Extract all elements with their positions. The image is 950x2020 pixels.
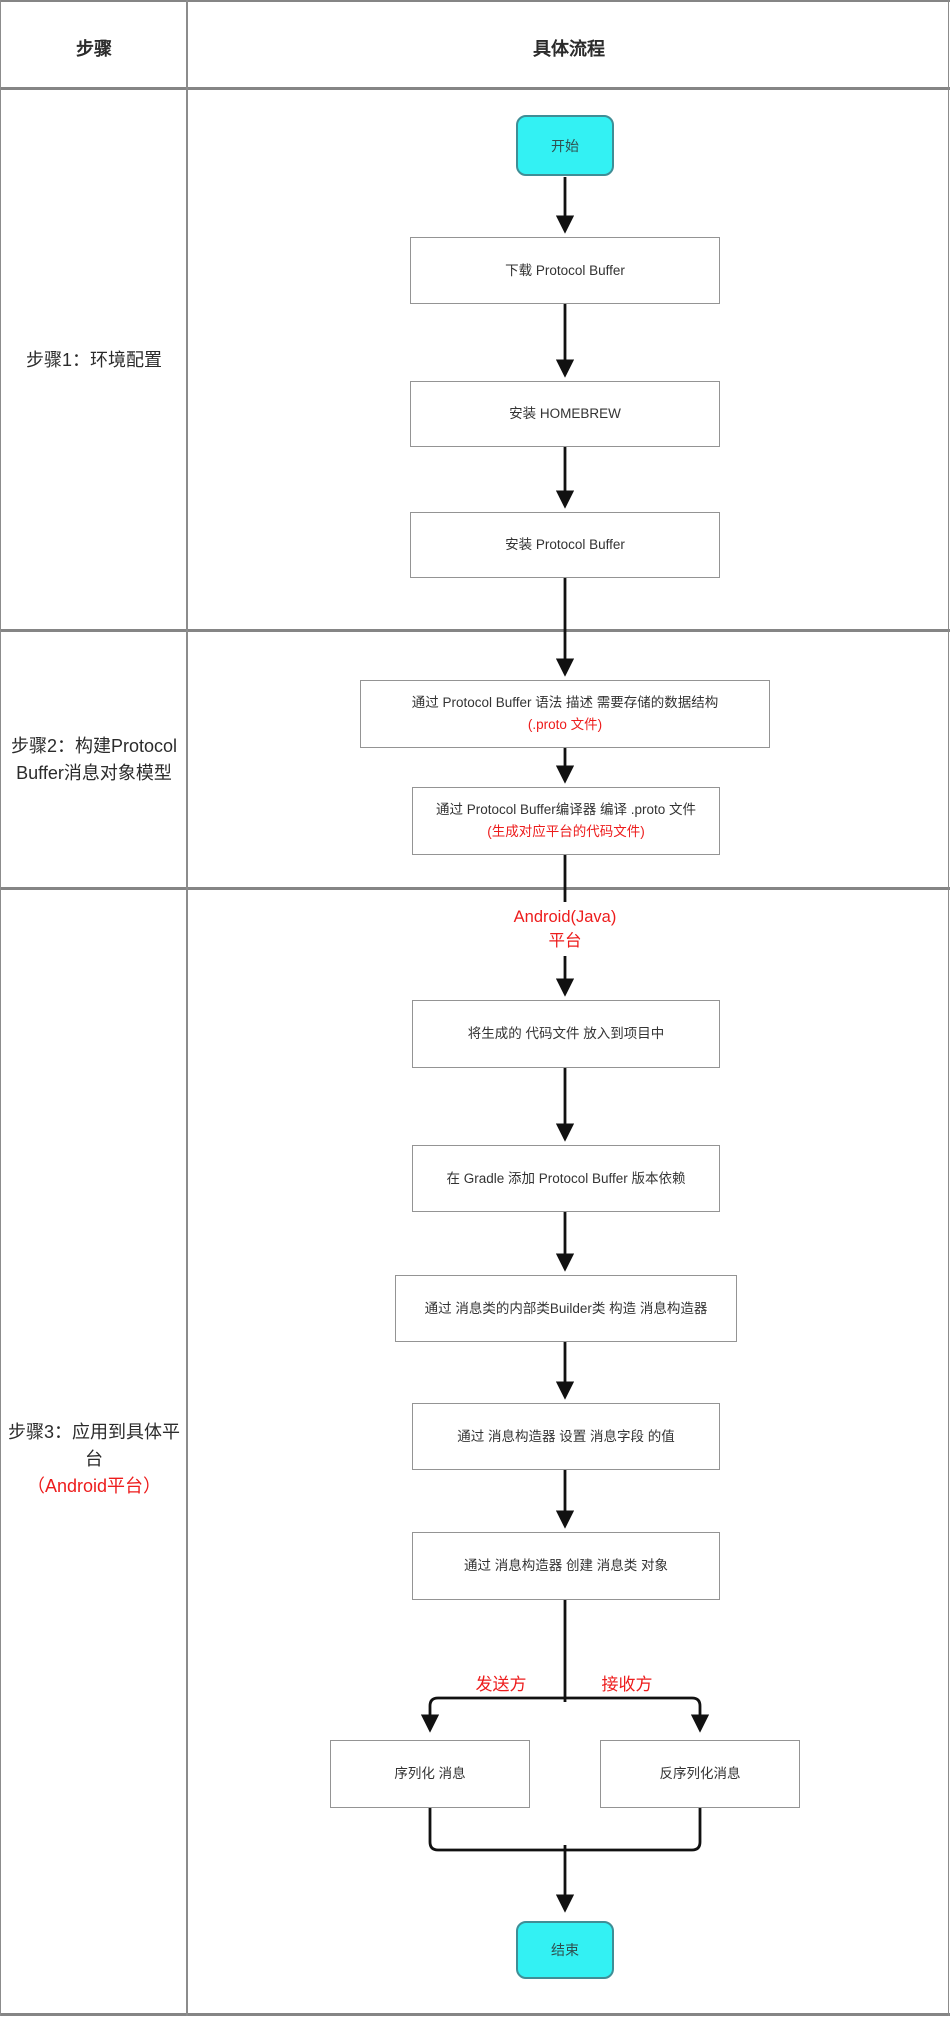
arrow-split-to-serialize <box>420 1696 565 1733</box>
node-deserialize-message: 反序列化消息 <box>600 1740 800 1808</box>
platform-annotation: Android(Java) 平台 <box>485 905 645 953</box>
row3-label: 步骤3：应用到具体平 台 （Android平台） <box>1 1419 187 1500</box>
table-border-column-divider <box>186 0 188 2016</box>
receiver-branch-label: 接收方 <box>601 1675 653 1694</box>
node-install-protocol-buffer: 安装 Protocol Buffer <box>410 512 720 578</box>
row3-label-platform: （Android平台） <box>26 1476 162 1496</box>
table-border-left <box>0 0 1 2016</box>
table-border-row2 <box>0 887 950 890</box>
node-put-code-into-project: 将生成的 代码文件 放入到项目中 <box>412 1000 720 1068</box>
node-install-homebrew: 安装 HOMEBREW <box>410 381 720 447</box>
table-border-right <box>948 0 949 2016</box>
node-compile-proto: 通过 Protocol Buffer编译器 编译 .proto 文件 (生成对应… <box>412 787 720 855</box>
row1-label-line: 步骤1：环境配置 <box>25 350 162 370</box>
row2-label-line2: Buffer消息对象模型 <box>16 763 172 783</box>
header-steps: 步骤 <box>76 39 112 59</box>
node-describe-proto-note: (.proto 文件) <box>527 717 603 732</box>
node-gradle-dependency: 在 Gradle 添加 Protocol Buffer 版本依赖 <box>412 1145 720 1212</box>
node-describe-proto-text: 通过 Protocol Buffer 语法 描述 需要存储的数据结构 <box>411 695 719 710</box>
row1-label: 步骤1：环境配置 <box>1 347 187 374</box>
table-border-bottom <box>0 2013 950 2016</box>
platform-annotation-line2: 平台 <box>548 932 582 950</box>
node-describe-proto: 通过 Protocol Buffer 语法 描述 需要存储的数据结构 (.pro… <box>360 680 770 748</box>
arrow-split-to-deserialize <box>565 1696 710 1733</box>
node-create-message-object: 通过 消息构造器 创建 消息类 对象 <box>412 1532 720 1600</box>
node-builder-class: 通过 消息类的内部类Builder类 构造 消息构造器 <box>395 1275 737 1342</box>
platform-annotation-line1: Android(Java) <box>513 908 617 926</box>
row2-label-line1: 步骤2：构建Protocol <box>10 736 178 756</box>
row2-label: 步骤2：构建Protocol Buffer消息对象模型 <box>1 733 187 787</box>
table-border-row1 <box>0 629 950 632</box>
line-merge-branches <box>428 1808 702 1852</box>
header-flow: 具体流程 <box>533 39 605 59</box>
node-serialize-message: 序列化 消息 <box>330 1740 530 1808</box>
table-border-header <box>0 87 950 90</box>
node-download-protocol-buffer: 下载 Protocol Buffer <box>410 237 720 304</box>
row3-label-line2: 台 <box>85 1449 103 1469</box>
node-compile-proto-note: (生成对应平台的代码文件) <box>487 824 645 839</box>
table-border-top <box>0 0 950 2</box>
sender-branch-label: 发送方 <box>475 1675 527 1694</box>
node-set-message-fields: 通过 消息构造器 设置 消息字段 的值 <box>412 1403 720 1470</box>
node-compile-proto-text: 通过 Protocol Buffer编译器 编译 .proto 文件 <box>435 802 697 817</box>
row3-label-line1: 步骤3：应用到具体平 <box>7 1422 180 1442</box>
start-node: 开始 <box>516 115 614 176</box>
end-node: 结束 <box>516 1921 614 1979</box>
